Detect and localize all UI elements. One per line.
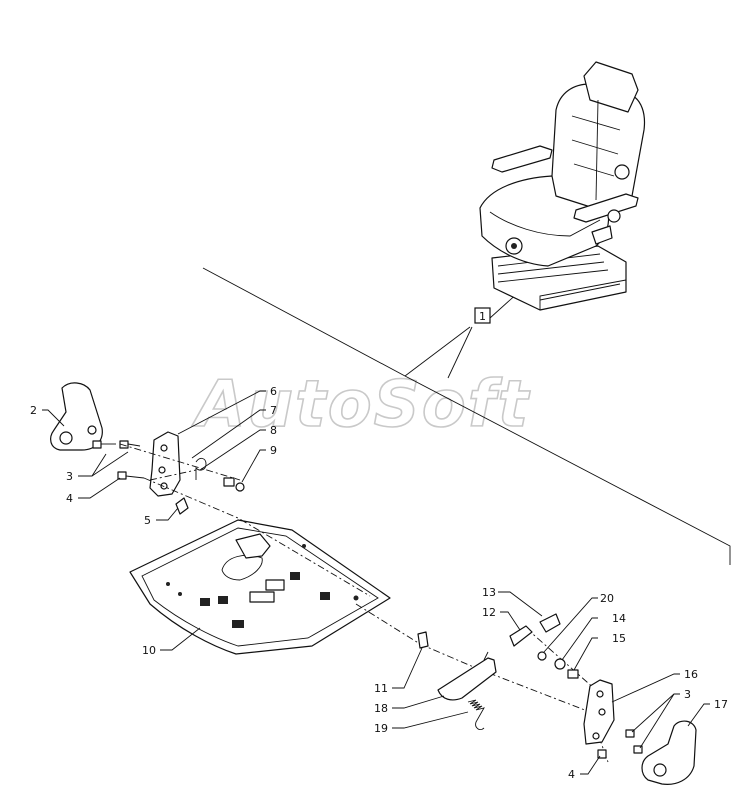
callout-20: 20 xyxy=(600,592,614,605)
callout-13: 13 xyxy=(482,586,496,599)
callout-11: 11 xyxy=(374,682,388,695)
assembly-box-label: 1 xyxy=(479,310,486,323)
callout-14: 14 xyxy=(612,612,626,625)
callout-10: 10 xyxy=(142,644,156,657)
callout-16: 16 xyxy=(684,668,698,681)
callout-18: 18 xyxy=(374,702,388,715)
callout-8: 8 xyxy=(270,424,277,437)
callout-17: 17 xyxy=(714,698,728,711)
callout-labels: 2 3 4 5 6 7 8 9 10 11 12 13 14 15 16 3 1… xyxy=(30,385,728,781)
callout-3-left: 3 xyxy=(66,470,73,483)
seat-pan xyxy=(129,519,391,655)
watermark-text: AutoSoft xyxy=(191,368,531,442)
left-hardware xyxy=(50,382,371,597)
callout-7: 7 xyxy=(270,404,277,417)
seat-illustration xyxy=(479,61,646,311)
callout-leaders xyxy=(42,390,710,775)
callout-5: 5 xyxy=(144,514,151,527)
callout-12: 12 xyxy=(482,606,496,619)
callout-6: 6 xyxy=(270,385,277,398)
callout-4-right: 4 xyxy=(568,768,575,781)
assembly-box: 1 xyxy=(474,307,491,324)
callout-3-right: 3 xyxy=(684,688,691,701)
callout-4-left: 4 xyxy=(66,492,73,505)
callout-19: 19 xyxy=(374,722,388,735)
right-hardware xyxy=(355,603,697,785)
callout-2: 2 xyxy=(30,404,37,417)
callout-9: 9 xyxy=(270,444,277,457)
callout-15: 15 xyxy=(612,632,626,645)
